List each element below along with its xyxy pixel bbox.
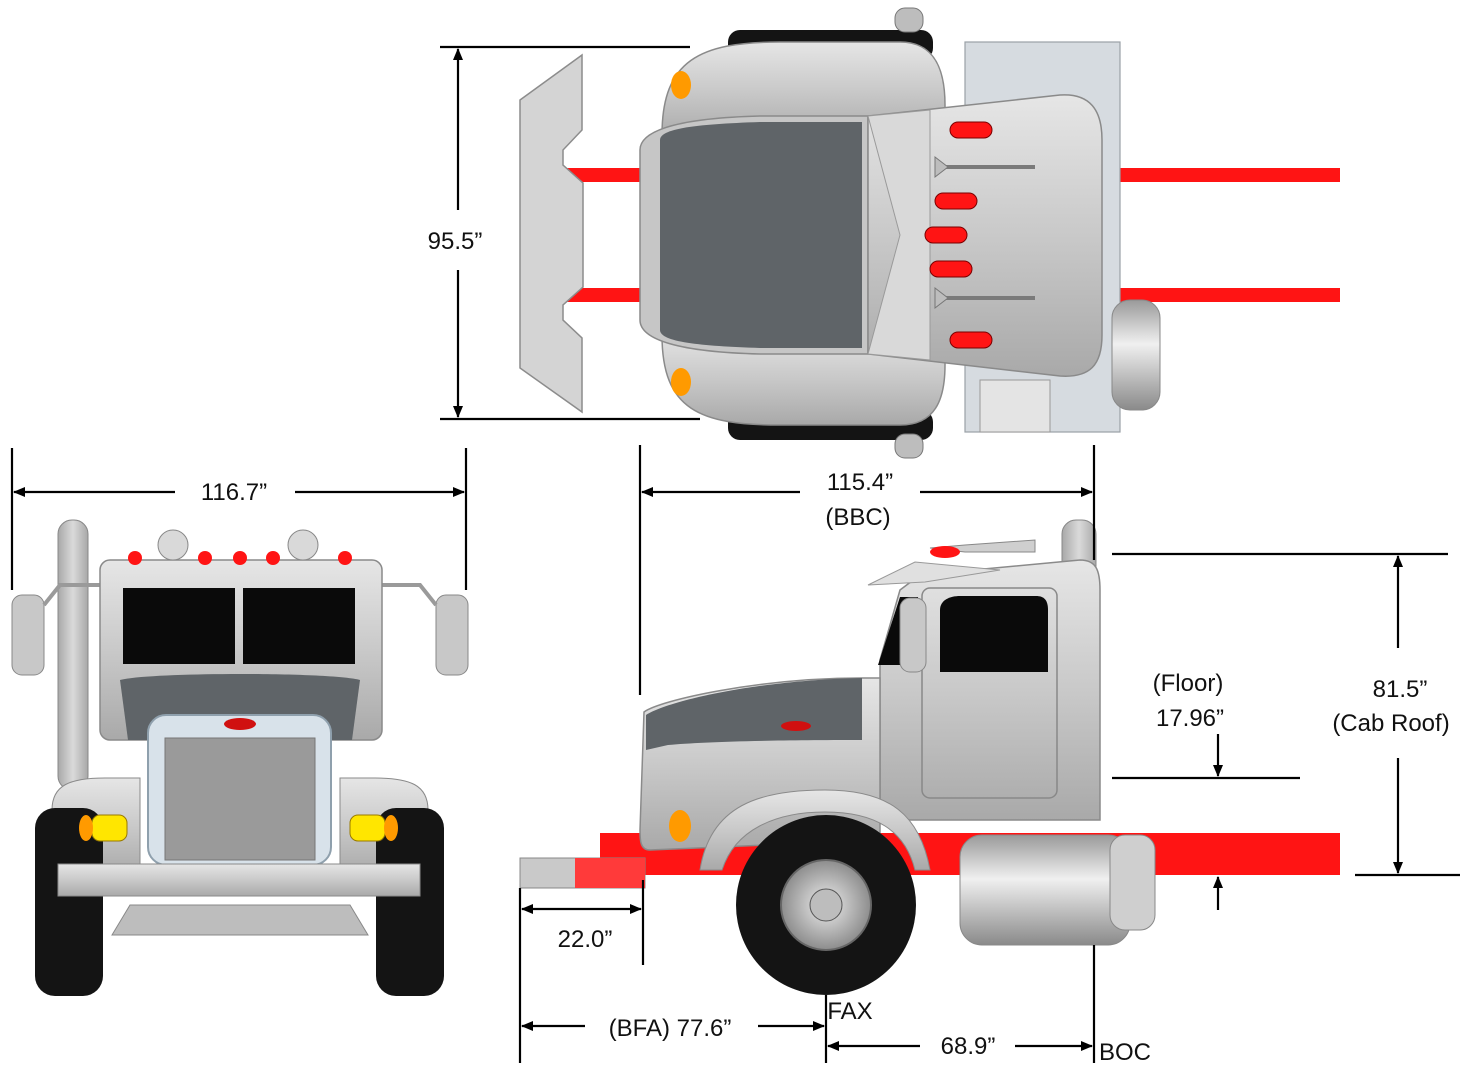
marker-lamp-3 bbox=[924, 226, 968, 244]
front-emblem bbox=[224, 718, 256, 730]
marker-lamp-1 bbox=[949, 121, 993, 139]
tire-front-left bbox=[35, 808, 103, 996]
marker-lamp-4 bbox=[929, 260, 973, 278]
mirror-left bbox=[11, 594, 45, 676]
fender-side bbox=[699, 789, 931, 871]
grille bbox=[164, 737, 316, 861]
label-cab-roof: (Cab Roof) bbox=[1332, 710, 1449, 737]
top-view-truck bbox=[519, 7, 1340, 459]
bumper-front bbox=[57, 863, 421, 897]
label-cab-roof-value: 81.5” bbox=[1373, 676, 1428, 703]
label-axle-to-boc: 68.9” bbox=[941, 1033, 996, 1060]
label-bfa: (BFA) 77.6” bbox=[609, 1015, 732, 1042]
roof-horn-right bbox=[287, 529, 319, 561]
exhaust-stack bbox=[57, 519, 89, 791]
headlamp-left bbox=[91, 814, 128, 842]
front-bumper-top bbox=[519, 53, 584, 414]
fuel-tank-side bbox=[959, 834, 1131, 946]
dimension-lines bbox=[10, 45, 1460, 1063]
front-view-truck bbox=[11, 519, 469, 996]
windshield-left bbox=[123, 588, 235, 664]
label-floor: (Floor) bbox=[1153, 670, 1224, 697]
mirror-top-lower bbox=[894, 433, 924, 459]
label-width-top: 95.5” bbox=[428, 228, 483, 255]
cab-door bbox=[921, 587, 1058, 799]
mirror-top-upper bbox=[894, 7, 924, 33]
cab-side-window bbox=[940, 596, 1048, 672]
tire-front-right bbox=[376, 808, 444, 996]
marker-lamp-5 bbox=[949, 331, 993, 349]
mirror-right bbox=[435, 594, 469, 676]
fuel-tank-top bbox=[1111, 299, 1161, 411]
roof-horn-left bbox=[157, 529, 189, 561]
windshield-right bbox=[243, 588, 355, 664]
side-view-truck bbox=[519, 519, 1340, 995]
side-emblem bbox=[781, 721, 811, 731]
label-floor-value: 17.96” bbox=[1156, 705, 1224, 732]
label-overall-width: 116.7” bbox=[201, 479, 267, 506]
dimension-labels: 95.5” 116.7” 115.4” (BBC) (Floor) 17.96”… bbox=[201, 228, 1450, 1066]
label-bbc: (BBC) bbox=[825, 504, 890, 531]
headlamp-right bbox=[349, 814, 386, 842]
label-bumper: 22.0” bbox=[558, 926, 613, 953]
label-bbc-value: 115.4” bbox=[827, 469, 893, 496]
label-boc: BOC bbox=[1099, 1039, 1151, 1066]
marker-lamp-2 bbox=[934, 192, 978, 210]
label-fax: FAX bbox=[827, 998, 872, 1025]
